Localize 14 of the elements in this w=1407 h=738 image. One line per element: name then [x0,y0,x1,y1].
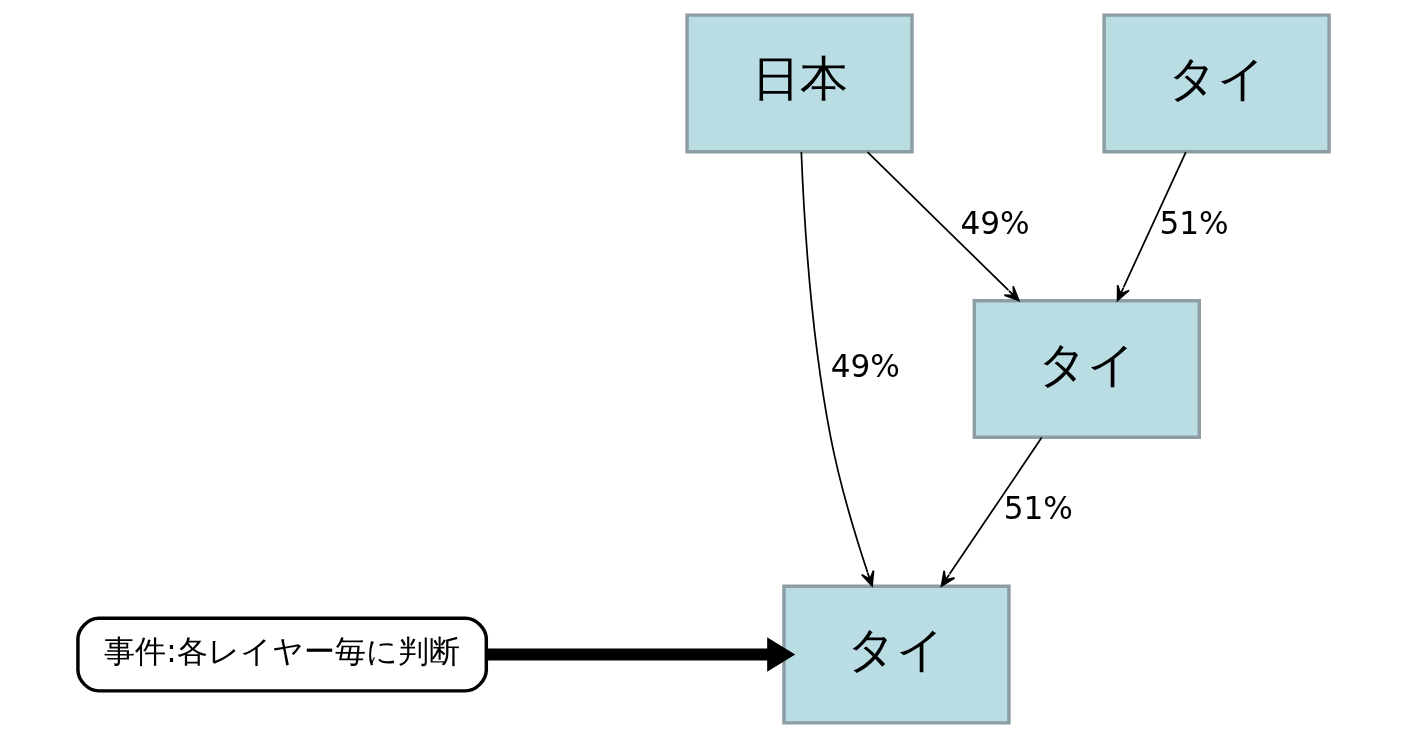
node-box: タイ [972,298,1201,440]
edge-label: 49% [830,347,900,384]
node-box: 日本 [685,13,914,154]
node-box: タイ [1102,13,1331,154]
edge-label: 49% [960,204,1030,241]
arrow [940,436,1043,587]
arrow [866,151,1020,302]
node-box: 事件:各レイヤー毎に判断 [76,616,489,693]
arrow [800,151,875,587]
edge-label: 51% [1159,204,1229,241]
node-box: タイ [782,584,1011,725]
arrow [486,637,796,672]
arrow [1116,151,1187,302]
edge-label: 51% [1003,490,1073,527]
